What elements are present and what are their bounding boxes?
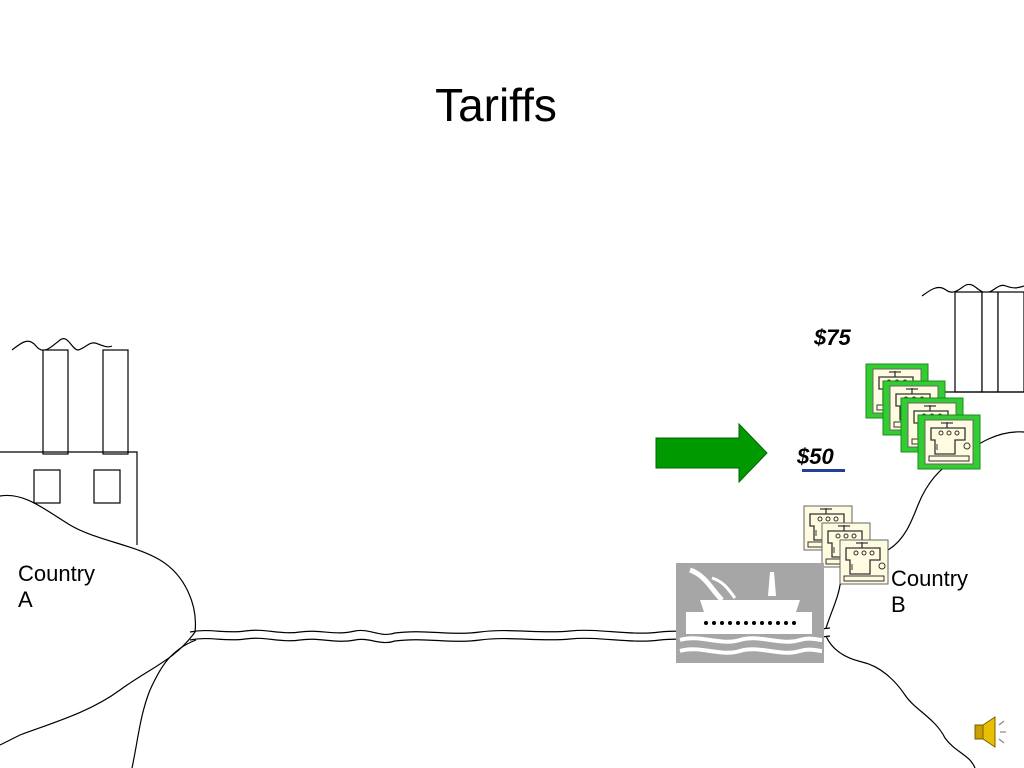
sewing-machine-icon bbox=[839, 539, 889, 585]
sewing-machine-icon bbox=[917, 414, 981, 470]
lower-bank-line bbox=[131, 639, 197, 768]
country-a-label-line1: Country bbox=[18, 561, 96, 586]
factory-icon bbox=[921, 283, 1024, 393]
tariff-price-label: $75 bbox=[814, 325, 851, 350]
import-price-label: $50 bbox=[797, 444, 834, 469]
country-b-label: Country B bbox=[891, 566, 968, 618]
speaker-icon[interactable] bbox=[974, 716, 1006, 748]
country-a-label-line2: A bbox=[18, 587, 33, 612]
right-arrow-icon bbox=[655, 422, 768, 484]
page-title: Tariffs bbox=[435, 79, 557, 131]
country-a-outline bbox=[0, 494, 197, 746]
country-b-label-line1: Country bbox=[891, 566, 969, 591]
country-a-label: Country A bbox=[18, 561, 95, 613]
factory-icon bbox=[0, 338, 138, 545]
sewing-machine-stack-priced bbox=[865, 363, 981, 470]
cargo-ship-icon bbox=[676, 563, 824, 663]
import-price-underline bbox=[802, 469, 845, 472]
country-b-label-line2: B bbox=[891, 592, 906, 617]
country-b-coast bbox=[825, 635, 976, 768]
